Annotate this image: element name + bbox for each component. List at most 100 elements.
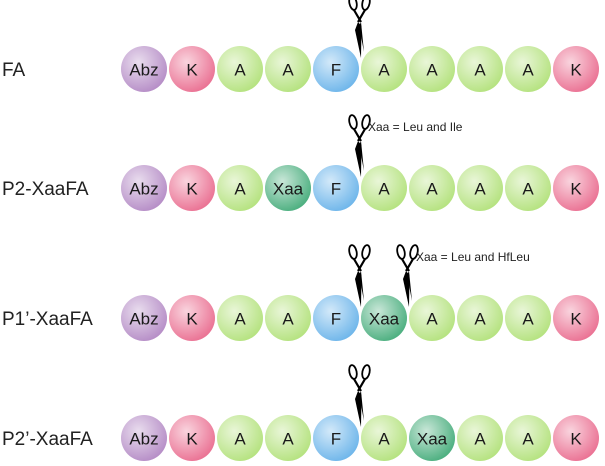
residue-label: K [186, 61, 198, 80]
residue-ala: A [217, 415, 263, 461]
residue-ala: A [505, 165, 551, 211]
residue-circle [217, 46, 263, 92]
row-label: P1’-XaaFA [2, 309, 93, 330]
residue-circle [553, 415, 599, 461]
residue-ala: A [265, 46, 311, 92]
residue-label: K [570, 430, 582, 449]
residue-label: K [570, 180, 582, 199]
residue-ala: A [409, 165, 455, 211]
residue-ala: A [361, 415, 407, 461]
residue-label: A [522, 310, 534, 329]
residue-phe: F [313, 46, 359, 92]
residue-ala: A [505, 295, 551, 341]
residue-circle [265, 46, 311, 92]
residue-label: Abz [129, 430, 158, 449]
residue-label: F [331, 180, 341, 199]
residue-circle [313, 46, 359, 92]
residue-circle [457, 46, 503, 92]
residue-label: A [378, 180, 390, 199]
scissors-icon [396, 244, 419, 307]
residue-label: A [234, 61, 246, 80]
residue-label: K [570, 310, 582, 329]
residue-lys: K [553, 295, 599, 341]
residue-label: K [570, 61, 582, 80]
residue-circle [121, 295, 167, 341]
residue-abz: Abz [121, 46, 167, 92]
residue-circle [457, 415, 503, 461]
residue-phe: F [313, 165, 359, 211]
residue-lys: K [169, 415, 215, 461]
residue-abz: Abz [121, 165, 167, 211]
residue-label: A [282, 310, 294, 329]
residue-circle [409, 46, 455, 92]
residue-circle [217, 295, 263, 341]
residue-ala: A [217, 165, 263, 211]
residue-ala: A [265, 415, 311, 461]
residue-label: K [186, 430, 198, 449]
residue-circle [361, 295, 407, 341]
residue-circle [457, 295, 503, 341]
residue-circle [313, 165, 359, 211]
residue-label: A [234, 430, 246, 449]
residue-circle [169, 165, 215, 211]
residue-ala: A [361, 46, 407, 92]
xaa-note: Xaa = Leu and Ile [368, 120, 463, 134]
residue-label: A [474, 180, 486, 199]
peptide-row: P1’-XaaFA Abz K A A F Xaa A A A K Xaa = Leu and HfL… [2, 244, 599, 341]
residue-xaa: Xaa [409, 415, 455, 461]
residue-circle [217, 165, 263, 211]
residue-label: Xaa [369, 310, 400, 329]
row-label: P2-XaaFA [2, 179, 89, 200]
residue-circle [361, 415, 407, 461]
residue-ala: A [217, 295, 263, 341]
residue-circle [217, 415, 263, 461]
residue-ala: A [217, 46, 263, 92]
residue-phe: F [313, 415, 359, 461]
residue-circle [265, 165, 311, 211]
residue-ala: A [361, 165, 407, 211]
residue-label: Abz [129, 310, 158, 329]
residue-circle [169, 295, 215, 341]
residue-label: A [234, 310, 246, 329]
residue-circle [361, 46, 407, 92]
residue-circle [505, 165, 551, 211]
residue-label: Abz [129, 61, 158, 80]
residue-label: A [426, 310, 438, 329]
residue-ala: A [457, 165, 503, 211]
residue-circle [169, 46, 215, 92]
residue-ala: A [409, 46, 455, 92]
residue-label: F [331, 310, 341, 329]
residue-ala: A [505, 415, 551, 461]
residue-label: A [378, 430, 390, 449]
residue-circle [505, 46, 551, 92]
residue-circle [313, 295, 359, 341]
residue-ala: A [409, 295, 455, 341]
residue-label: K [186, 310, 198, 329]
residue-abz: Abz [121, 415, 167, 461]
residue-circle [121, 46, 167, 92]
residue-label: A [474, 310, 486, 329]
residue-circle [313, 415, 359, 461]
scissors-icon [348, 114, 371, 177]
residue-label: A [282, 61, 294, 80]
scissors-icon [348, 0, 371, 58]
residue-circle [553, 46, 599, 92]
residue-ala: A [457, 46, 503, 92]
residue-label: A [474, 430, 486, 449]
scissors-icon [348, 244, 371, 307]
residue-ala: A [505, 46, 551, 92]
row-label: FA [2, 60, 26, 81]
residue-ala: A [457, 295, 503, 341]
residue-ala: A [457, 415, 503, 461]
residue-circle [265, 415, 311, 461]
residue-abz: Abz [121, 295, 167, 341]
row-label: P2’-XaaFA [2, 429, 93, 450]
xaa-note: Xaa = Leu and HfLeu [416, 250, 530, 264]
residue-label: A [522, 180, 534, 199]
residue-circle [361, 165, 407, 211]
residue-label: F [331, 61, 341, 80]
residue-circle [169, 415, 215, 461]
residue-circle [409, 415, 455, 461]
